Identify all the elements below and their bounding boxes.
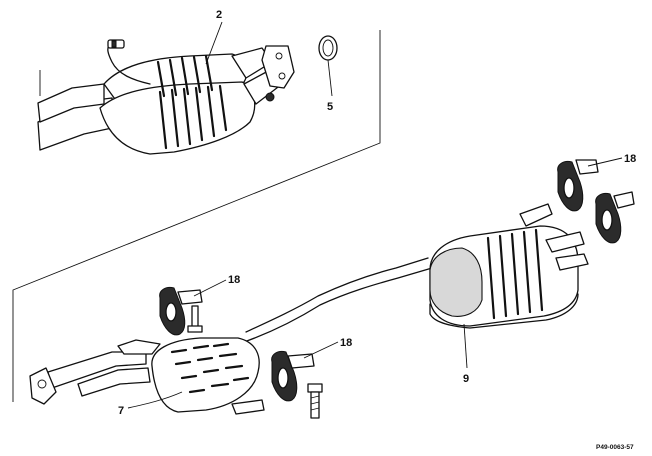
callout-catalytic-converter: 2 (216, 9, 222, 21)
rubber-hanger-left (159, 287, 203, 336)
callout-rear-muffler: 9 (463, 373, 469, 385)
callout-hanger-left: 18 (228, 274, 240, 286)
rubber-hanger-right-lower (595, 191, 635, 244)
rubber-hanger-center (271, 351, 315, 402)
leader-lines (127, 21, 623, 409)
callout-gasket: 5 (327, 101, 333, 113)
callout-hanger-right: 18 (624, 153, 636, 165)
gasket (318, 35, 338, 61)
callout-front-muffler: 7 (118, 405, 124, 417)
catalytic-converter (37, 39, 295, 155)
callout-hanger-center: 18 (340, 337, 352, 349)
reference-code: P49-0063-57 (596, 444, 634, 451)
front-muffler (29, 337, 265, 415)
bolt (307, 383, 323, 419)
mid-pipe (243, 257, 433, 343)
rubber-hanger-right-upper (557, 159, 599, 212)
panel-frame (12, 30, 381, 402)
rear-muffler (429, 203, 589, 329)
